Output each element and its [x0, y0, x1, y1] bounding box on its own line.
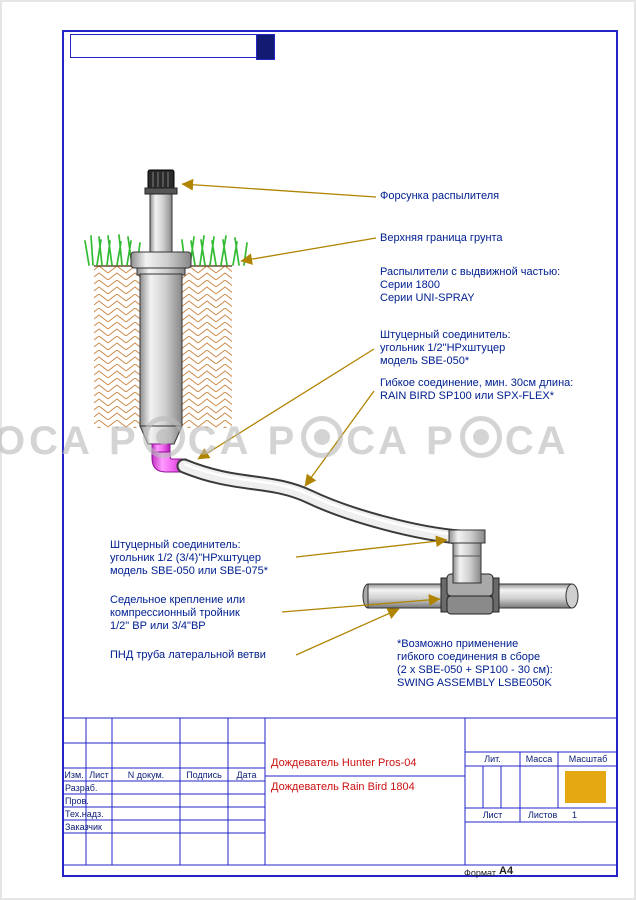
cap-flange: [130, 251, 192, 269]
swing-pipe: [176, 458, 468, 545]
rosa-watermark: ОСА Р СА Р СА Р СА: [0, 414, 636, 468]
tb-format-label: Формат: [464, 868, 496, 878]
tb-doc-title-1: Дождеватель Hunter Pros-04: [271, 757, 417, 769]
label-line: модель SBE-050 или SBE-075*: [110, 565, 268, 577]
watermark-text: ОСА Р: [0, 419, 140, 463]
leader-ground: [240, 237, 377, 265]
label-line: Серии UNI-SPRAY: [380, 292, 475, 304]
label-lower-fitting: Штуцерный соединитель: угольник 1/2 (3/4…: [110, 539, 268, 578]
watermark-text: СА Р: [187, 419, 299, 463]
label-line: компрессионный тройник: [110, 607, 240, 619]
tb-doc-title-2: Дождеватель Rain Bird 1804: [271, 781, 415, 793]
label-line: Распылители с выдвижной частью:: [380, 266, 561, 278]
rosa-logo-icon: [301, 416, 344, 458]
tb-lit: Лит.: [484, 754, 501, 764]
label-flexible-connection: Гибкое соединение, мин. 30см длина: RAIN…: [380, 377, 573, 403]
label-line: Штуцерный соединитель:: [380, 329, 511, 341]
grass: [84, 234, 248, 266]
rosa-logo-icon: [459, 416, 502, 458]
elbow-fitting: [448, 529, 486, 584]
label-upper-fitting: Штуцерный соединитель: угольник 1/2"НРхш…: [380, 329, 511, 368]
tb-sheet: Лист: [482, 810, 503, 820]
label-line: 1/2" ВР или 3/4"ВР: [110, 620, 206, 632]
label-line: угольник 1/2"НРхштуцер: [380, 342, 506, 354]
sprinkler-body: [139, 273, 183, 427]
label-lateral-pipe: ПНД труба латеральной ветви: [110, 649, 266, 662]
tb-format-value: A4: [499, 865, 514, 877]
tb-col-doc: N докум.: [127, 770, 165, 780]
label-line: модель SBE-050*: [380, 355, 470, 367]
note-swing-assembly: *Возможно применение гибкого соединения …: [397, 638, 553, 690]
top-left-stamp-box: [70, 34, 258, 58]
tb-sheets-num: 1: [572, 810, 578, 820]
label-line: Седельное крепление или: [110, 594, 246, 606]
label-sprinkler-series: Распылители с выдвижной частью: Серии 18…: [380, 266, 560, 305]
watermark-text: СА: [504, 419, 570, 463]
label-ground-boundary: Верхняя граница грунта: [380, 232, 503, 245]
tb-col-izm: Изм.: [64, 770, 84, 780]
watermark-text: СА Р: [346, 419, 457, 463]
label-line: Штуцерный соединитель:: [110, 539, 241, 551]
tb-mass: Масса: [525, 754, 553, 764]
label-saddle-clamp: Седельное крепление или компрессионный т…: [110, 594, 245, 633]
leader-lower-fitting: [295, 535, 448, 558]
label-line: Гибкое соединение, мин. 30см длина:: [380, 377, 574, 389]
title-block-lines: [62, 717, 618, 866]
leader-nozzle: [181, 178, 377, 198]
tb-row-tech-supervision: Тех.надз.: [65, 809, 104, 819]
label-line: угольник 1/2 (3/4)"НРхштуцер: [110, 552, 261, 564]
drawing-frame: [62, 30, 618, 877]
pop-up-riser: [149, 192, 173, 256]
tb-row-customer: Заказчик: [65, 822, 102, 832]
label-line: Верхняя граница грунта: [380, 232, 503, 244]
label-line: Форсунка распылителя: [380, 190, 500, 202]
tb-col-date: Дата: [236, 770, 257, 780]
label-nozzle: Форсунка распылителя: [380, 190, 499, 203]
tb-row-checked: Пров.: [65, 796, 89, 806]
label-line: ПНД труба латеральной ветви: [110, 649, 266, 661]
note-line: гибкого соединения в сборе: [397, 651, 541, 663]
leader-upper-fitting: [197, 348, 375, 460]
leader-lateral: [295, 608, 400, 656]
note-line: (2 x SBE-050 + SP100 - 30 см):: [397, 664, 553, 676]
tb-row-developed: Разраб.: [65, 783, 98, 793]
label-line: Серии 1800: [380, 279, 440, 291]
tb-scale: Масштаб: [568, 754, 608, 764]
tb-col-sign: Подпись: [186, 770, 222, 780]
note-line: SWING ASSEMBLY LSBE050K: [397, 677, 552, 689]
nozzle: [147, 169, 175, 190]
tb-col-list: Лист: [89, 770, 109, 780]
tb-sheets: Листов: [528, 810, 558, 820]
leader-saddle: [281, 594, 441, 613]
corner-stamp-fill: [256, 34, 275, 60]
rosa-logo-icon: [142, 416, 185, 458]
label-line: RAIN BIRD SP100 или SPX-FLEX*: [380, 390, 554, 402]
scale-fill-box: [565, 771, 606, 803]
note-line: *Возможно применение: [397, 638, 519, 650]
